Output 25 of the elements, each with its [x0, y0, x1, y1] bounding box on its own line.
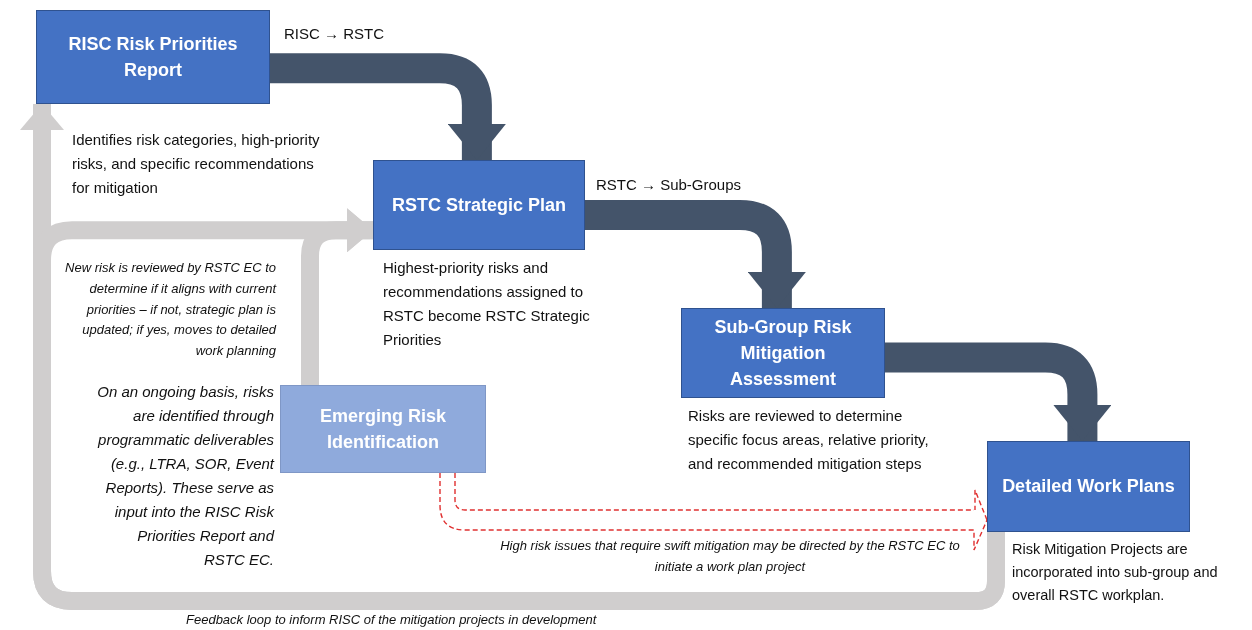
arrow	[33, 208, 1005, 610]
box-description: On an ongoing basis, risks are identified through programmatic deliverables (e.g., LTRA, SOR, Event Reports). These serve as input into the RISC Risk Priorities Report and RSTC EC.	[96, 382, 274, 570]
box-title: Detailed Work Plans	[1001, 475, 1176, 499]
process-box	[36, 10, 270, 104]
box-description: Identifies risk categories, high-priority risks, and specific recommendations for mitigation	[72, 130, 321, 198]
note-text: New risk is reviewed by RSTC EC to determine if it aligns with current priorities – if not, strategic plan is updated; if yes, moves to detailed work planning	[64, 259, 276, 361]
process-box	[280, 385, 486, 473]
arrow	[885, 342, 1112, 441]
process-box	[987, 441, 1190, 532]
box-description: Risk Mitigation Projects are incorporated into sub-group and overall RSTC workplan.	[1012, 540, 1219, 606]
process-box	[373, 160, 585, 250]
arrow	[439, 472, 988, 551]
box-description: Risks are reviewed to determine specific focus areas, relative priority, and recommended mitigation steps	[688, 406, 930, 474]
edge-label: RISC → RSTC	[284, 24, 385, 44]
box-description: Highest-priority risks and recommendations assigned to RSTC become RSTC Strategic Priorities	[383, 258, 591, 350]
arrow	[270, 53, 506, 160]
edge-label: RSTC → Sub-Groups	[596, 175, 743, 195]
box-title: RSTC Strategic Plan	[390, 193, 567, 217]
edge-label: Feedback loop to inform RISC of the mitigation projects in development	[186, 611, 598, 629]
arrow	[585, 199, 806, 308]
process-box	[681, 308, 885, 398]
box-title: Emerging Risk Identification	[318, 404, 447, 454]
box-title: Sub-Group Risk Mitigation Assessment	[713, 315, 853, 392]
box-title: RISC Risk Priorities Report	[67, 32, 239, 82]
edge-label: High risk issues that require swift mitigation may be directed by the RSTC EC to initiate a work plan project	[500, 537, 960, 576]
